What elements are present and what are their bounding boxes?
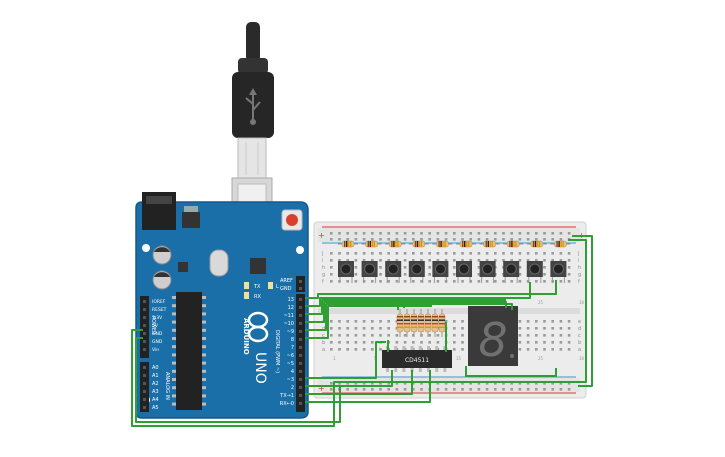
analog-header[interactable] [140,362,149,412]
pushbutton[interactable] [503,261,520,283]
power-header-label: POWER [150,316,156,335]
row-label: d [578,326,581,332]
analog-header-label: ANALOG IN [164,372,170,400]
digital-header-label: DIGITAL (PWM ~) [274,330,280,373]
row-label: b [578,340,581,346]
crystal-oscillator [209,249,229,277]
analog-pin-label: A0 [152,365,159,371]
power-pin-label: 5V [152,323,159,329]
seven-segment-display[interactable]: 8 [468,306,518,367]
pushbutton[interactable] [526,261,543,283]
chip-pins [172,296,206,406]
digital-pin-label: ~9 [287,329,294,335]
pushbutton[interactable] [338,261,354,283]
row-label: g [578,272,581,278]
power-pin-label: 3.3V [152,315,163,321]
pushbutton[interactable] [408,261,425,283]
row-label: h [322,265,325,271]
digital-pin-label: ~10 [283,321,294,327]
led-label-tx: TX [253,284,261,290]
digital-pin-label: ~6 [287,353,294,359]
row-label: c [578,333,581,339]
button-resistors [338,240,571,248]
pushbuttons[interactable] [338,261,567,283]
digital-pin-label: 8 [291,337,294,343]
rail-plus-label: + [318,231,325,240]
aref-label: AREF [280,278,293,284]
power-pin-labels: IOREF RESET 3.3V 5V GND GND Vin [152,299,167,353]
column-label: 1 [333,356,336,361]
header-holes [143,280,302,409]
row-label: i [322,258,323,264]
pushbutton[interactable] [479,261,496,283]
row-label: a [578,347,581,353]
column-label: 25 [538,356,544,361]
voltage-regulator [182,212,200,228]
chip-label: CD4511 [405,357,429,364]
row-label: b [322,340,325,346]
led-label-rx: RX [254,294,261,300]
usb-icon [245,88,261,125]
digital-pin-label: ~5 [287,361,294,367]
analog-pin-label: A3 [152,389,159,395]
power-pin-label: RESET [152,307,167,313]
rail-plus-label-bottom: + [318,384,325,393]
digital-header[interactable] [296,294,305,412]
gnd-label: GND [280,286,292,292]
led-label-l: L [276,284,279,290]
row-label: c [322,333,325,339]
top-power-rail[interactable] [318,228,580,242]
row-label: h [578,265,581,271]
digital-pin-label: ~3 [287,377,294,383]
digital-pin-label: 2 [291,385,294,391]
digital-pin-label: RX←0 [280,401,294,407]
digital-pin-labels: 13 12 ~11 ~10 ~9 8 7 ~6 ~5 4 ~3 2TX→1RX←0 [279,297,294,407]
digital-pin-label: ~11 [283,313,294,319]
row-label: f [322,279,324,285]
breadboard[interactable]: + + + jjiihhggffeeddccbbaa11551010151520… [313,221,587,399]
arduino-logo-icon [247,311,269,343]
digital-pin-label: 12 [288,305,294,311]
digital-pin-label: 4 [291,369,294,375]
row-label: g [322,272,325,278]
row-label: i [578,258,579,264]
column-label: 30 [579,300,585,305]
brand-label: ARDUINO [242,318,250,355]
row-label: a [322,347,325,353]
pushbutton[interactable] [361,261,378,283]
pushbutton[interactable] [456,261,472,283]
pushbutton[interactable] [385,261,402,283]
column-label: 15 [456,356,462,361]
power-pin-label: GND [152,339,163,345]
power-pin-label: IOREF [152,299,166,305]
analog-pin-label: A4 [152,397,159,403]
pushbutton[interactable] [432,261,449,283]
column-label: 25 [538,300,544,305]
row-label: e [578,319,581,325]
analog-pin-label: A5 [152,405,159,411]
digital-pin-label: 7 [291,345,294,351]
display-digit: 8 [478,313,507,367]
row-label: j [321,251,323,257]
analog-pin-label: A1 [152,373,159,379]
analog-pin-label: A2 [152,381,159,387]
atmega-chip [176,292,202,410]
segment-resistors [396,309,446,337]
pushbutton[interactable] [550,261,567,283]
column-label: 30 [579,356,585,361]
wires [131,235,593,427]
row-label: f [578,279,580,285]
arduino-board[interactable]: TX RX L ARDUINO UNO DIGITAL (PWM ~) POWE… [135,192,309,419]
center-channel [318,308,580,314]
usb-cable[interactable] [231,22,274,227]
digital-pin-label: TX→1 [279,393,294,399]
power-pin-label: GND [152,331,163,337]
model-label: UNO [252,352,268,384]
row-label: j [577,251,579,257]
digital-pin-label: 13 [288,297,294,303]
power-pin-label: Vin [152,347,159,353]
